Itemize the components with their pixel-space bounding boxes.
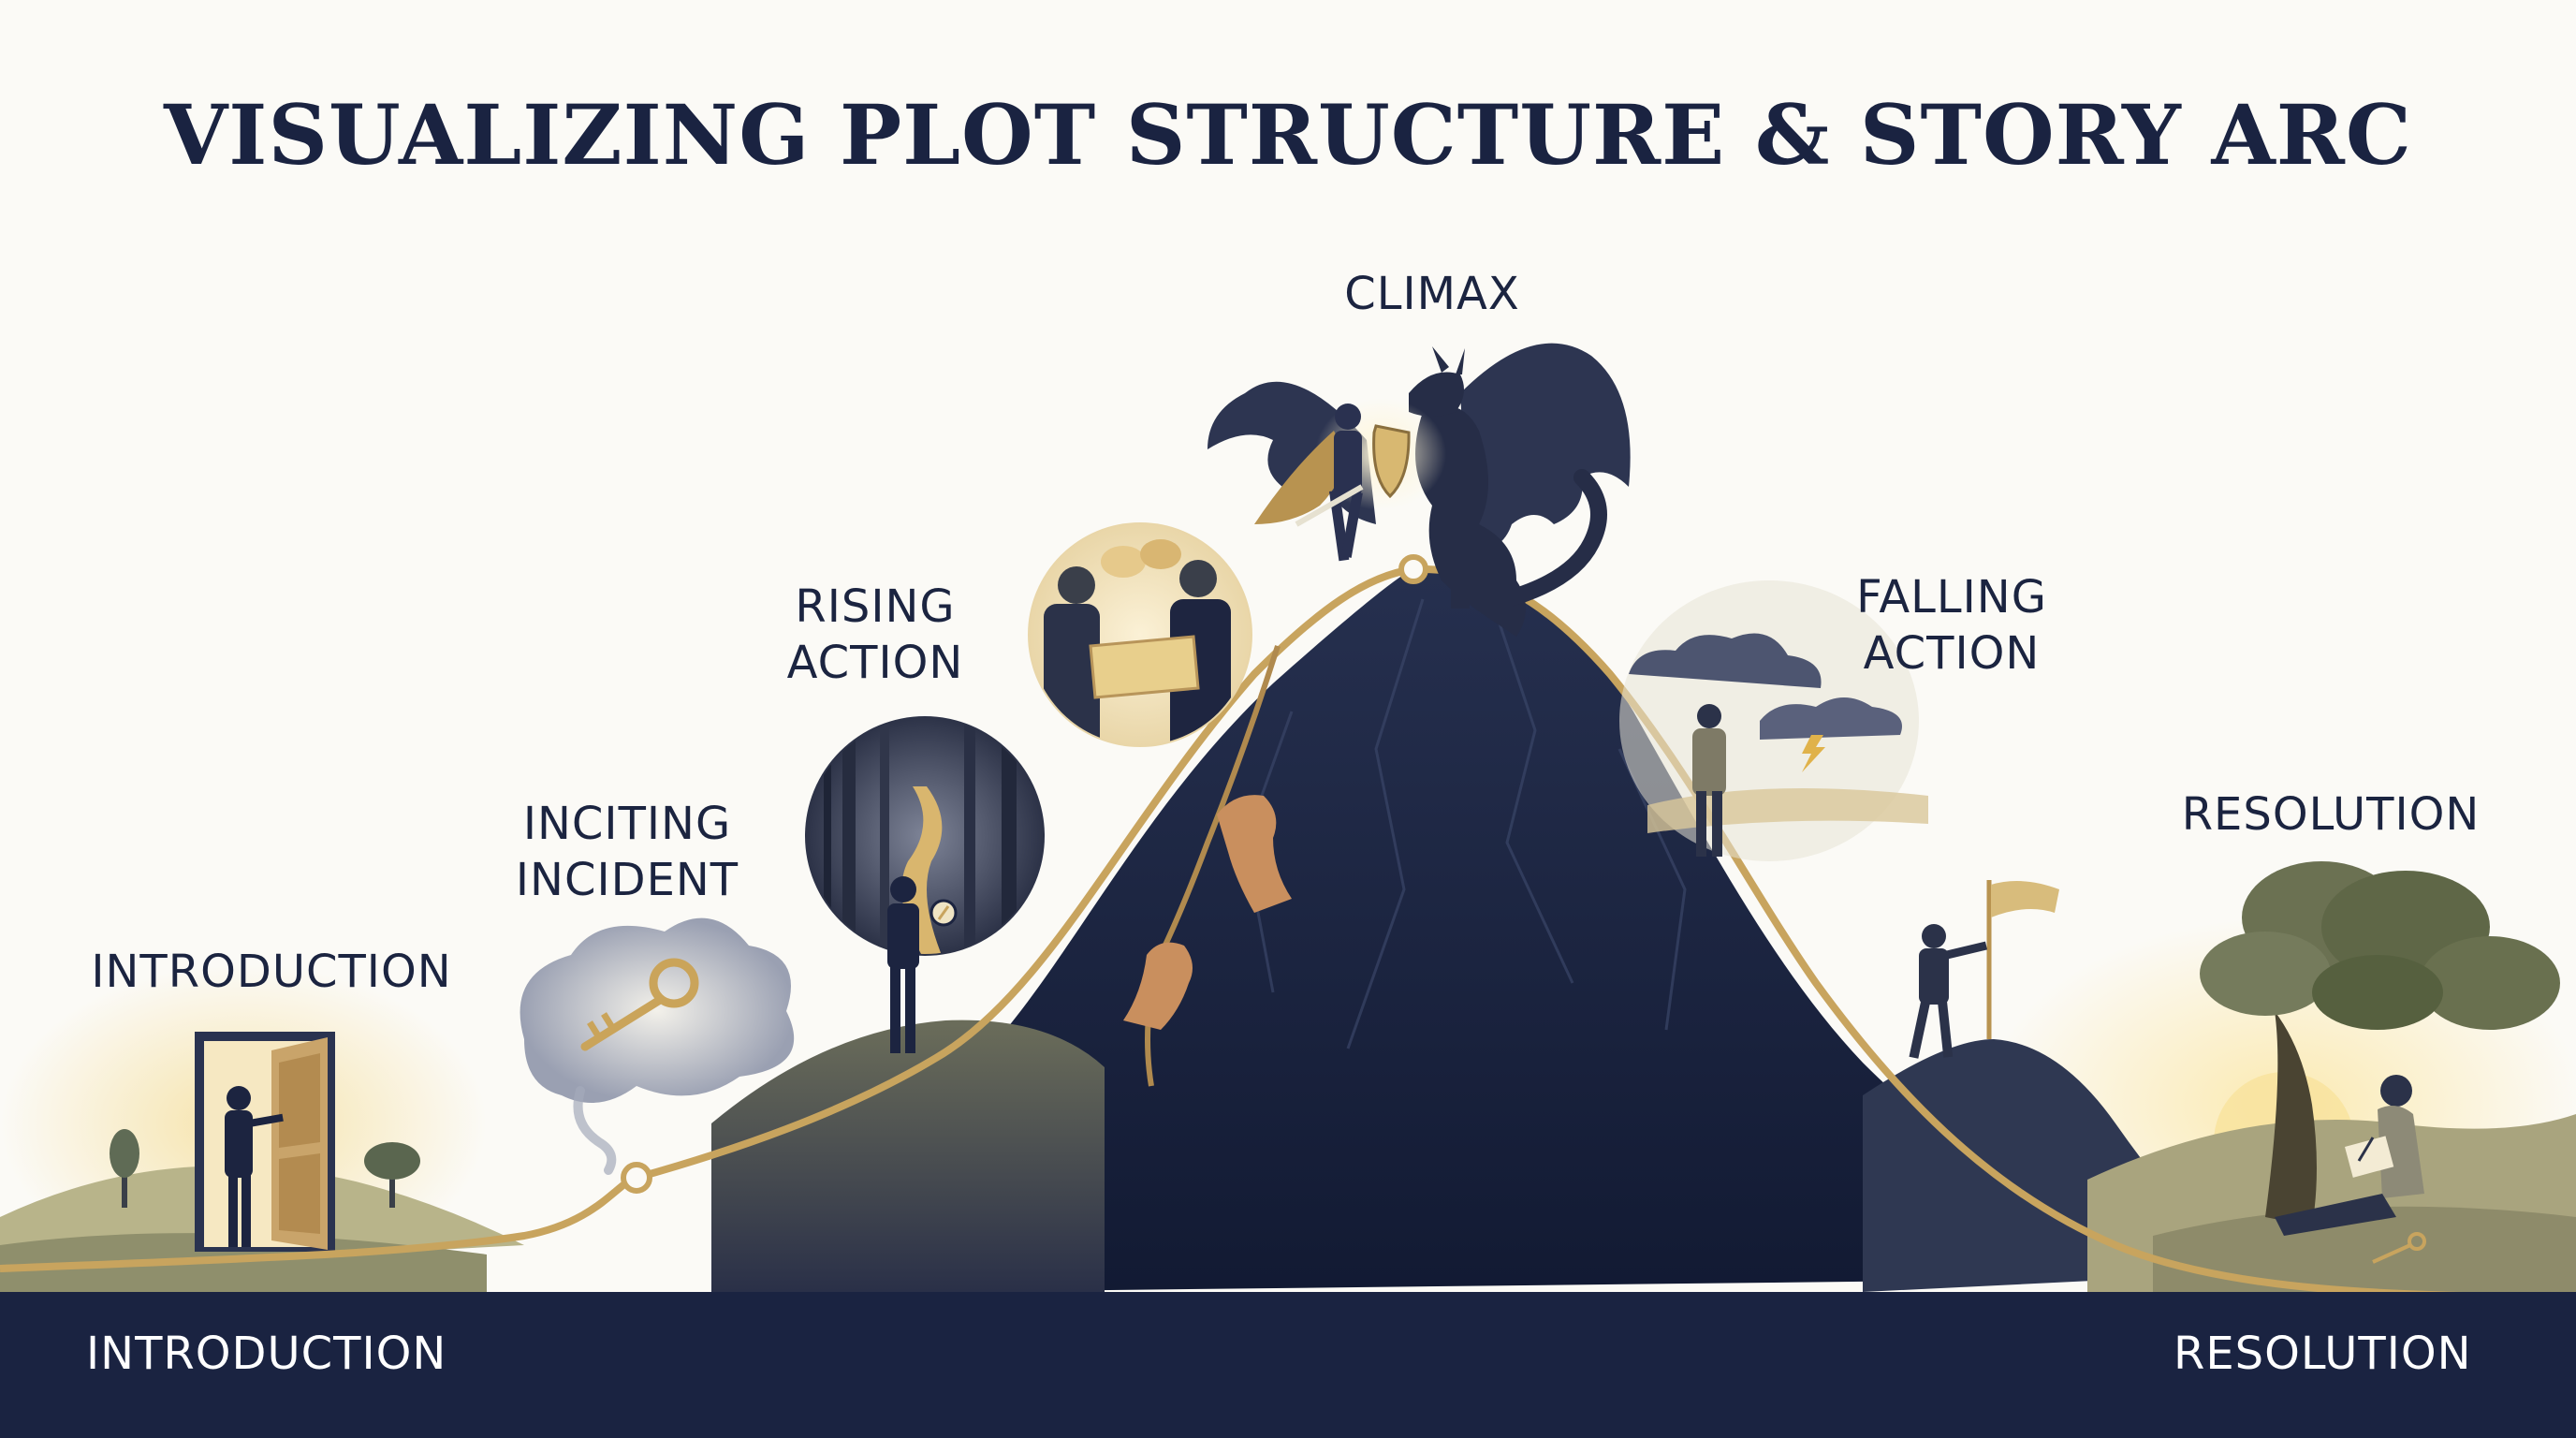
left-trees: [110, 1129, 420, 1208]
inciting-line1: INCITING: [522, 798, 732, 850]
hero-shield-icon: [1254, 404, 1411, 562]
rising-line1: RISING: [795, 580, 956, 633]
footer-resolution: RESOLUTION: [2174, 1328, 2472, 1380]
rising-hill: [711, 1020, 1105, 1292]
label-rising-action: RISING ACTION: [749, 579, 1002, 691]
falling-line2: ACTION: [1863, 627, 2041, 680]
golden-key-icon: [520, 917, 795, 1175]
label-falling-action: FALLING ACTION: [1816, 569, 2087, 682]
climbing-hands: [1123, 645, 1292, 1087]
summit-flag-icon: [1909, 880, 2059, 1059]
story-arc-line: [0, 565, 2576, 1300]
page-title: VISUALIZING PLOT STRUCTURE & STORY ARC: [164, 86, 2412, 183]
inciting-line2: INCIDENT: [515, 854, 739, 906]
label-inciting-incident: INCITING INCIDENT: [487, 796, 768, 908]
footer-introduction: INTRODUCTION: [86, 1328, 447, 1380]
label-introduction: INTRODUCTION: [75, 944, 468, 1000]
resolution-text: RESOLUTION: [2181, 788, 2481, 841]
arc-node-climax: [1398, 554, 1428, 584]
falling-line1: FALLING: [1856, 571, 2047, 624]
arc-node-inciting: [621, 1162, 652, 1194]
map-discussion-icon: [1028, 522, 1252, 747]
footer-band: [0, 1299, 2576, 1438]
rising-line2: ACTION: [786, 637, 964, 689]
tree-reader-icon: [2200, 861, 2560, 1264]
label-resolution: RESOLUTION: [2153, 786, 2509, 843]
open-door-icon: [195, 1032, 335, 1252]
introduction-text: INTRODUCTION: [91, 946, 452, 998]
forest-path-icon: [805, 716, 1045, 1053]
storm-cloud-icon: [1619, 580, 1928, 861]
climax-text: CLIMAX: [1344, 268, 1520, 320]
label-climax: CLIMAX: [1301, 266, 1563, 322]
